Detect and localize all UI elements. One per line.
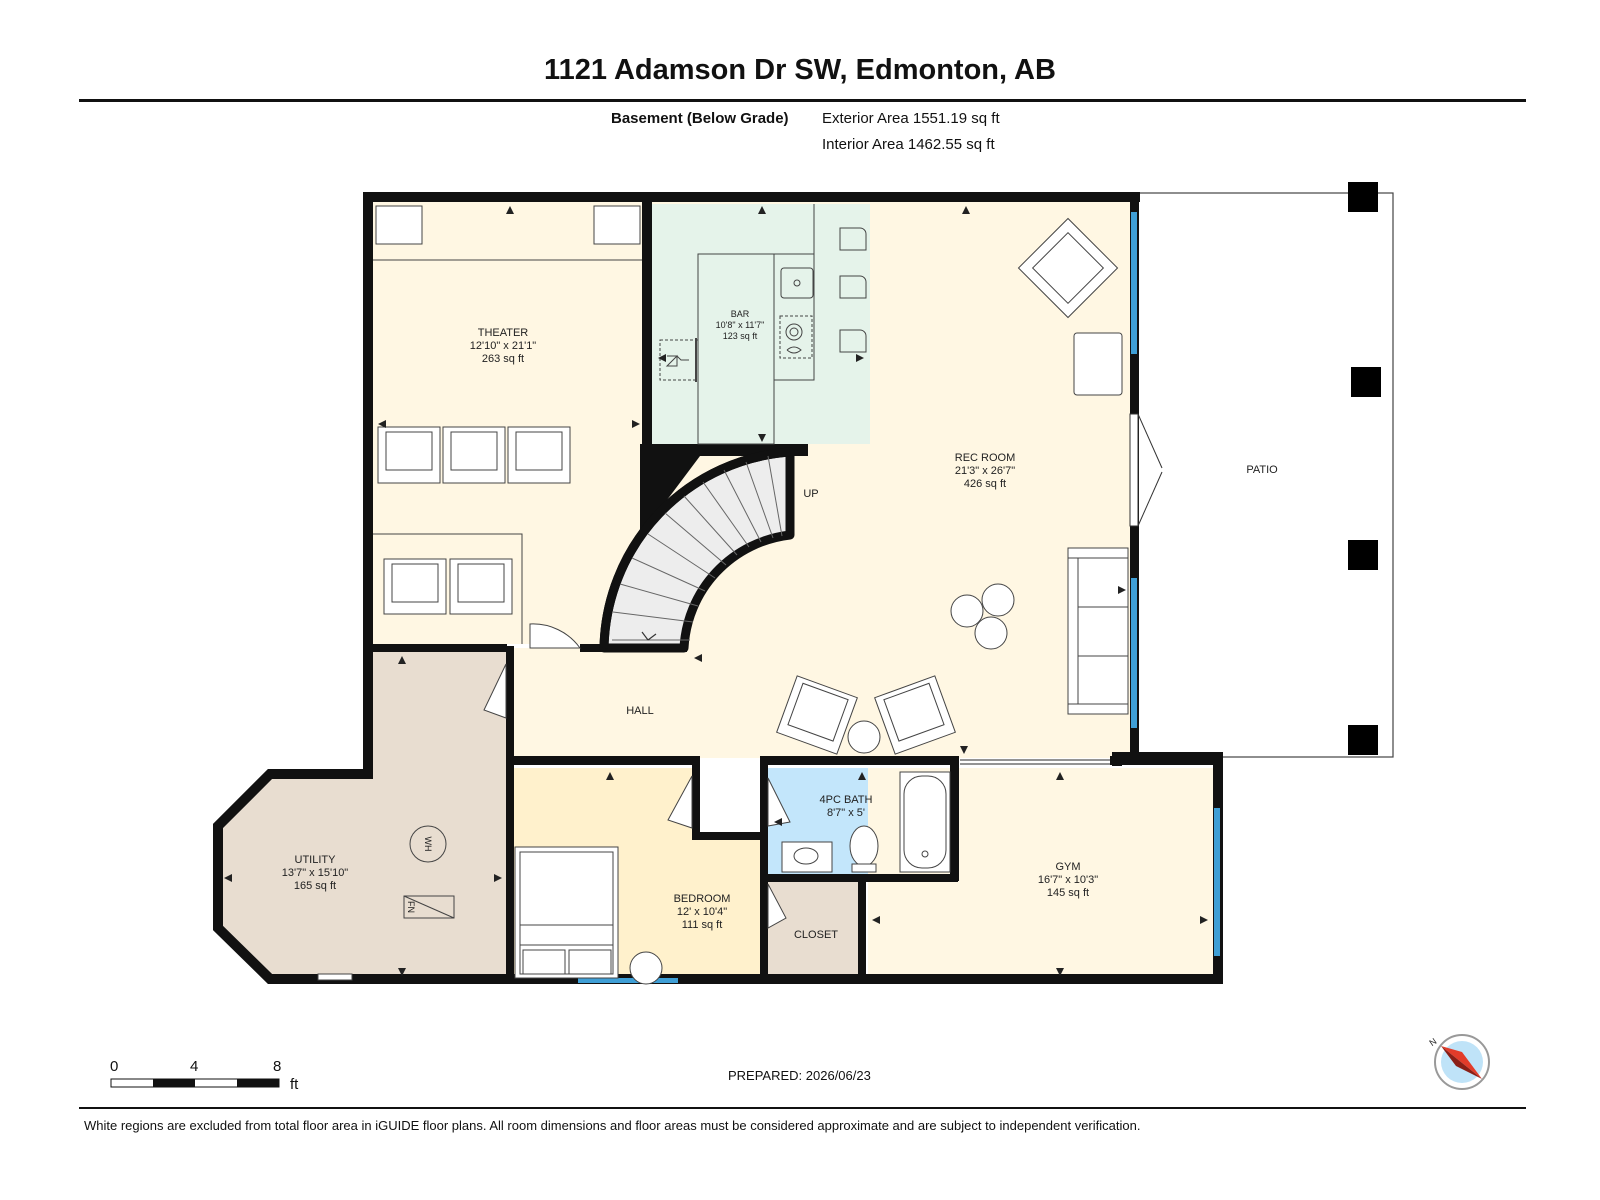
bedroom-area: 111 sq ft bbox=[682, 919, 723, 931]
level-label: Basement (Below Grade) bbox=[611, 110, 789, 127]
patio-post bbox=[1348, 182, 1378, 212]
sliding-door bbox=[960, 759, 1110, 765]
gym-name: GYM bbox=[1055, 861, 1080, 873]
utility-dims: 13'7" x 15'10" bbox=[282, 867, 349, 879]
bar-furniture bbox=[659, 204, 867, 445]
theater-furniture bbox=[373, 205, 642, 644]
room-label-theater: THEATER 12'10" x 21'1" 263 sq ft bbox=[470, 327, 537, 365]
page-title: 1121 Adamson Dr SW, Edmonton, AB bbox=[544, 54, 1056, 86]
room-label-bar: BAR 10'8" x 11'7" 123 sq ft bbox=[716, 309, 765, 341]
header-divider bbox=[79, 99, 1526, 102]
patio-name: PATIO bbox=[1246, 464, 1278, 476]
scale-unit: ft bbox=[290, 1076, 299, 1093]
scale-bar: 0 4 8 ft bbox=[110, 1058, 299, 1093]
bedroom-furniture bbox=[514, 846, 663, 985]
theater-dims: 12'10" x 21'1" bbox=[470, 340, 537, 352]
compass-icon: N bbox=[1427, 1034, 1490, 1090]
patio-post bbox=[1351, 367, 1381, 397]
bar-name: BAR bbox=[731, 309, 750, 319]
room-label-gym: GYM 16'7" x 10'3" 145 sq ft bbox=[1038, 861, 1098, 899]
footer-divider bbox=[79, 1107, 1526, 1109]
scale-tick-4: 4 bbox=[190, 1058, 198, 1075]
room-label-bedroom: BEDROOM 12' x 10'4" 111 sq ft bbox=[674, 893, 731, 931]
windows bbox=[578, 212, 1220, 983]
patio-door bbox=[1129, 413, 1163, 527]
theater-area: 263 sq ft bbox=[482, 353, 524, 365]
disclaimer-text: White regions are excluded from total fl… bbox=[84, 1118, 1141, 1133]
bar-dims: 10'8" x 11'7" bbox=[716, 320, 765, 330]
utility-area: 165 sq ft bbox=[294, 880, 336, 892]
door-swings bbox=[483, 623, 791, 929]
arrows bbox=[224, 206, 1208, 976]
patio-post bbox=[1348, 540, 1378, 570]
patio-post bbox=[1348, 725, 1378, 755]
gym-area: 145 sq ft bbox=[1047, 887, 1089, 899]
rec-room-dims: 21'3" x 26'7" bbox=[955, 465, 1015, 477]
staircase bbox=[599, 447, 795, 653]
utility-floor bbox=[218, 650, 506, 981]
stairs-up-label: UP bbox=[803, 488, 818, 500]
rec-room-area: 426 sq ft bbox=[964, 478, 1006, 490]
compass-north-label: N bbox=[1427, 1036, 1438, 1048]
exterior-area: Exterior Area 1551.19 sq ft bbox=[822, 110, 1000, 127]
bath-name: 4PC BATH bbox=[820, 794, 873, 806]
room-label-utility: UTILITY 13'7" x 15'10" 165 sq ft bbox=[282, 854, 349, 892]
hall-name: HALL bbox=[626, 705, 654, 717]
theater-name: THEATER bbox=[478, 327, 529, 339]
bath-fixtures bbox=[781, 771, 951, 873]
bar-area: 123 sq ft bbox=[723, 331, 758, 341]
closet-name: CLOSET bbox=[794, 929, 838, 941]
interior-area: Interior Area 1462.55 sq ft bbox=[822, 136, 995, 153]
room-label-bath: 4PC BATH 8'7" x 5' bbox=[820, 794, 873, 819]
patio bbox=[1137, 182, 1394, 758]
utility-name: UTILITY bbox=[295, 854, 337, 866]
furnace-label: FN bbox=[406, 901, 416, 913]
utility-fixtures bbox=[317, 825, 455, 981]
prepared-date: PREPARED: 2026/06/23 bbox=[728, 1068, 871, 1083]
closet-floor bbox=[768, 882, 860, 981]
bar-floor bbox=[648, 204, 870, 444]
bath-dims: 8'7" x 5' bbox=[827, 807, 865, 819]
room-label-rec-room: REC ROOM 21'3" x 26'7" 426 sq ft bbox=[955, 452, 1016, 490]
scale-tick-0: 0 bbox=[110, 1058, 118, 1075]
bedroom-name: BEDROOM bbox=[674, 893, 731, 905]
rec-room-name: REC ROOM bbox=[955, 452, 1016, 464]
rec-room-furniture bbox=[776, 217, 1129, 755]
bedroom-dims: 12' x 10'4" bbox=[677, 906, 727, 918]
water-heater-label: WH bbox=[423, 837, 433, 852]
gym-dims: 16'7" x 10'3" bbox=[1038, 874, 1098, 886]
scale-tick-8: 8 bbox=[273, 1058, 281, 1075]
